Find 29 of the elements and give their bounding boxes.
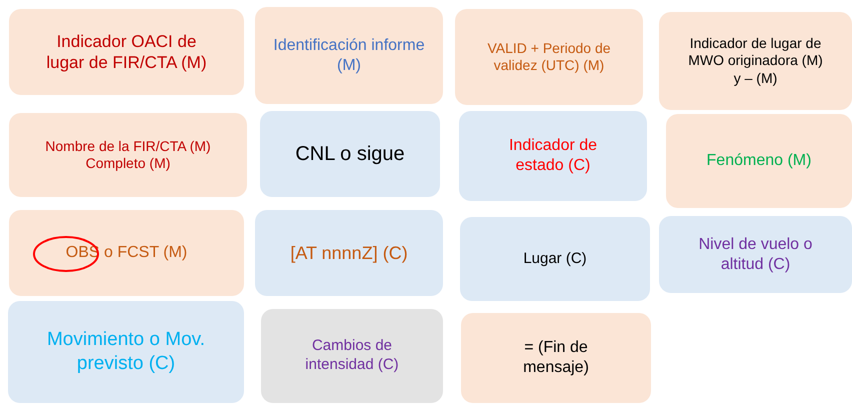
field-label: Movimiento o Mov. previsto (C) (46, 328, 206, 376)
field-box (461, 313, 651, 403)
field-box (260, 111, 440, 197)
field-box (459, 111, 647, 201)
field-box (255, 210, 443, 296)
field-label: Indicador OACI de lugar de FIR/CTA (M) (45, 30, 208, 74)
field-label: Identificación informe (M) (272, 36, 426, 76)
field-label: Indicador de lugar de MWO originadora (M) y – (M) (687, 34, 824, 88)
field-box (659, 12, 852, 110)
field-box (460, 217, 650, 301)
field-label: Cambios de intensidad (C) (304, 337, 400, 375)
field-box (455, 9, 643, 105)
field-label: Lugar (C) (523, 250, 587, 268)
field-box (8, 301, 244, 403)
field-label: [AT nnnnZ] (C) (290, 242, 408, 264)
field-box (666, 114, 852, 208)
field-box (9, 9, 244, 95)
field-box (659, 216, 852, 293)
field-box (261, 309, 443, 403)
field-label: = (Fin de mensaje) (522, 338, 590, 378)
field-box (255, 7, 443, 104)
field-box (9, 210, 244, 296)
field-label: CNL o sigue (295, 142, 405, 166)
field-box (9, 113, 247, 197)
field-label: Nombre de la FIR/CTA (M) Completo (M) (44, 138, 212, 172)
field-label: VALID + Periodo de validez (UTC) (M) (486, 40, 612, 74)
field-label: Indicador de estado (C) (508, 136, 598, 176)
field-label: Fenómeno (M) (706, 151, 812, 171)
field-label: Nivel de vuelo o altitud (C) (698, 234, 814, 274)
